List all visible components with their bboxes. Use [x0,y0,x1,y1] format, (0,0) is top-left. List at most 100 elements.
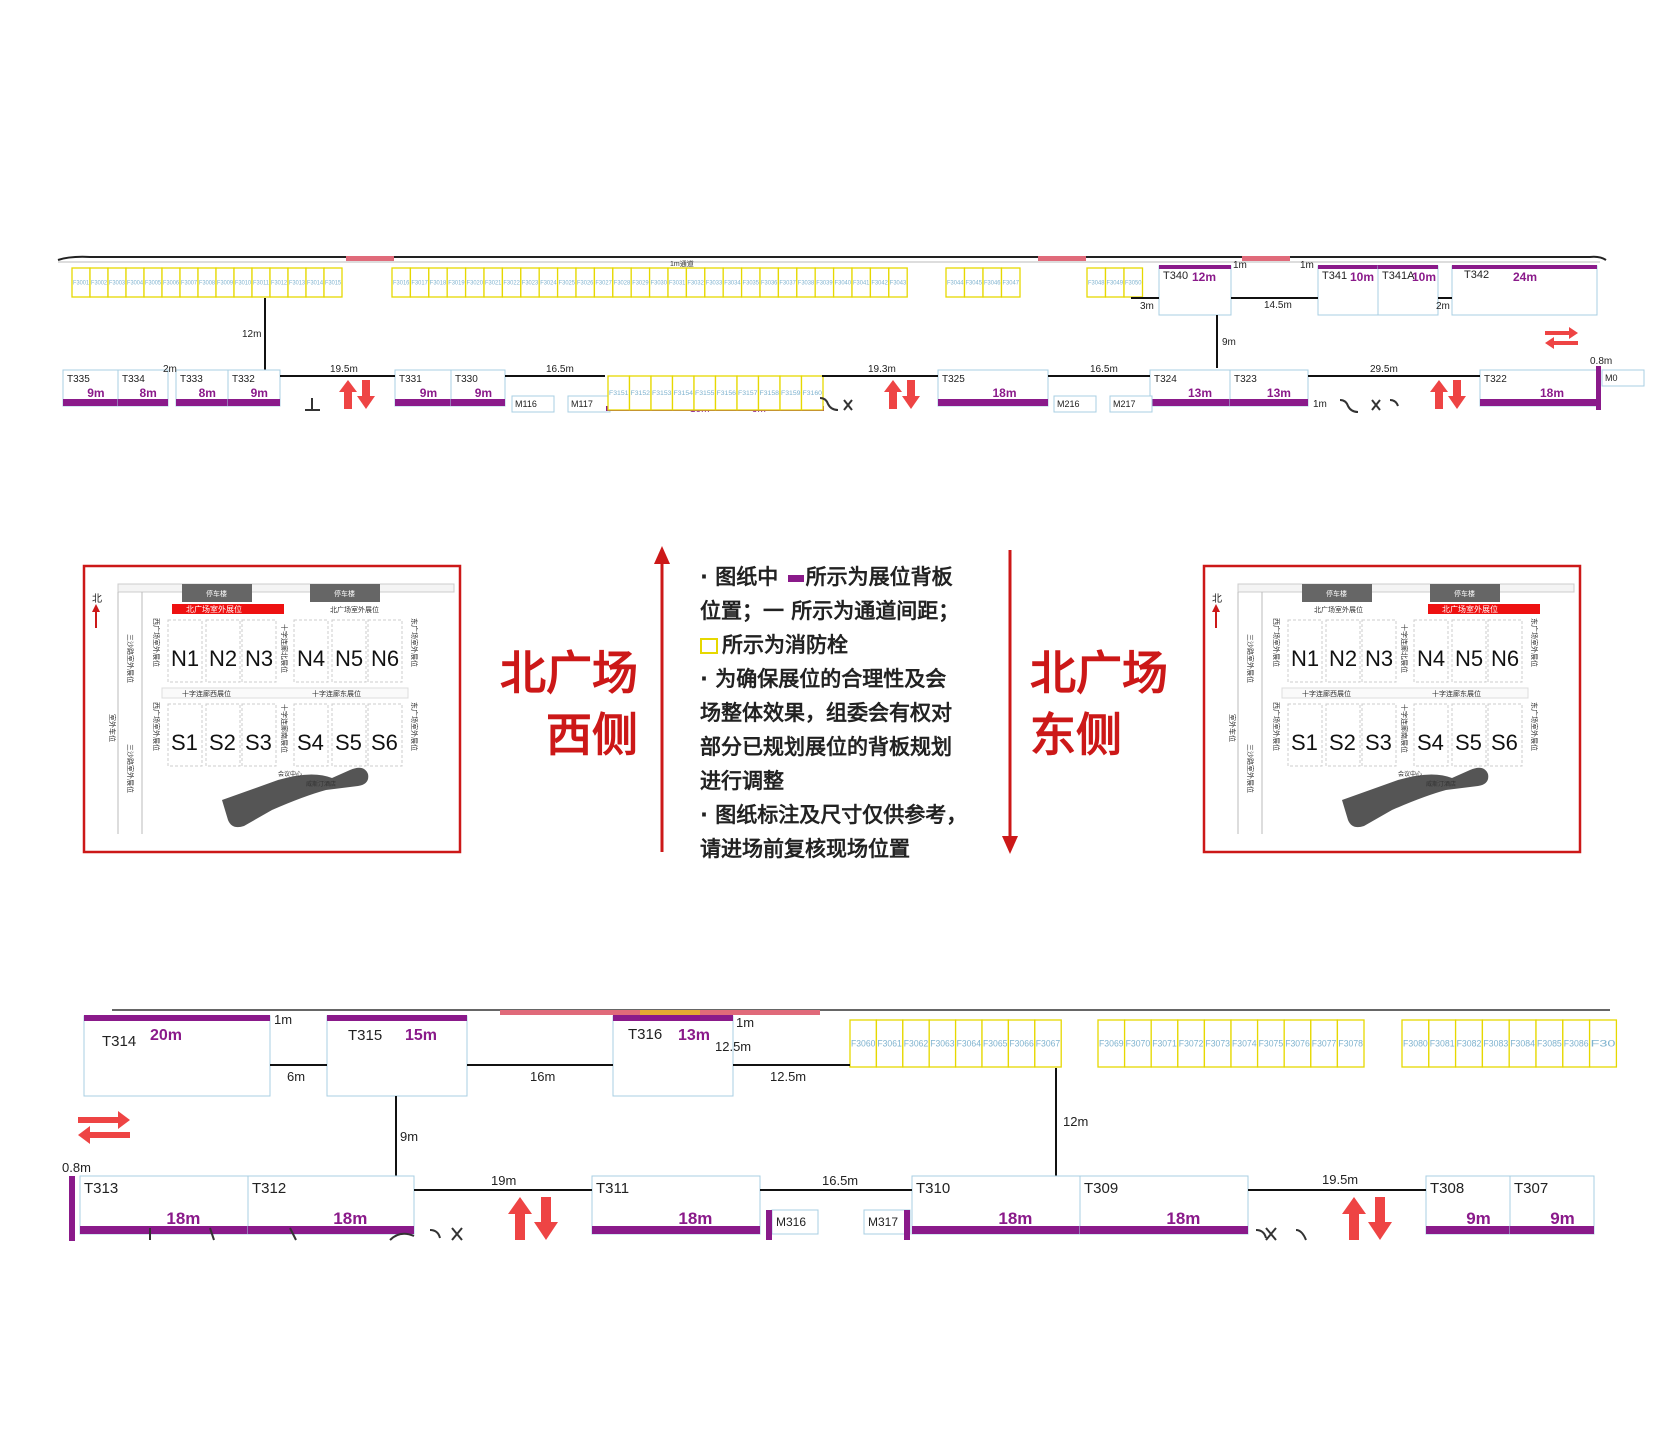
hydrant-cell: F3042 [869,267,890,298]
hydrant-cell: F3017 [409,267,430,298]
hydrant-label: F3027 [595,281,612,287]
hall-N1[interactable]: N1 [167,619,203,683]
hydrant-cell: F3024 [538,267,559,298]
booth-T342[interactable]: T342 24m [1451,265,1598,316]
svg-text:室外车位: 室外车位 [1228,714,1237,742]
hall-S3[interactable]: S3 [241,703,277,767]
hydrant-label: F3014 [307,281,324,287]
hall-S6[interactable]: S6 [367,703,403,767]
parking-block [1302,584,1372,602]
hall-N1[interactable]: N1 [1287,619,1323,683]
svg-text:东广场室外展位: 东广场室外展位 [1530,618,1539,667]
hydrant-label: F3043 [890,281,907,287]
hall-S3[interactable]: S3 [1361,703,1397,767]
svg-text:T307: T307 [1514,1180,1548,1197]
hydrant-label: F3028 [614,281,631,287]
hall-N5[interactable]: N5 [1451,619,1487,683]
hall-S5[interactable]: S5 [331,703,367,767]
hydrant-cell: F3080 [1401,1019,1430,1068]
small-booth[interactable]: M216 [1053,395,1097,413]
hall-S5[interactable]: S5 [1451,703,1487,767]
hydrant-cell: F3025 [556,267,577,298]
hydrant-cell: F3028 [612,267,632,298]
legend-line-1: · 图纸中 所示为展位背板 [700,565,953,589]
hydrant-cell: F3015 [323,267,343,298]
hydrant-label: F3007 [181,281,198,287]
hydrant-label: F3012 [271,281,288,287]
hall-S4[interactable]: S4 [293,703,329,767]
svg-text:T341A: T341A [1382,270,1415,282]
hydrant-cell: F3033 [704,267,724,298]
hall-N4[interactable]: N4 [1413,619,1449,683]
entrance-arrows-b1 [508,1197,558,1240]
up-arrow-icon [654,546,670,852]
booth-T341A[interactable]: T341A 10m [1377,265,1439,316]
highlight-zone [1428,604,1540,614]
small-booth[interactable]: M0 [1601,369,1645,387]
hall-N2[interactable]: N2 [205,619,241,683]
booth-T316[interactable]: T316 13m [612,1015,734,1097]
hall-N6[interactable]: N6 [367,619,403,683]
svg-text:18m: 18m [993,386,1017,400]
svg-text:10m: 10m [1350,270,1374,284]
dim-9m: 9m [1222,337,1236,348]
svg-text:10m: 10m [1412,270,1436,284]
booth-T341[interactable]: T341 10m [1317,265,1379,316]
small-booth[interactable]: M117 [567,395,611,413]
svg-text:9m: 9m [475,386,492,400]
small-booth[interactable]: M116 [511,395,555,413]
hydrant-label: F3017 [411,281,428,287]
hall-S1[interactable]: S1 [167,703,203,767]
booth-T315[interactable]: T315 15m [326,1015,468,1097]
hydrant-label: F3006 [163,281,180,287]
small-booth[interactable]: M317 [863,1209,911,1240]
booth-T340[interactable]: T340 12m [1158,265,1232,316]
hall-N6[interactable]: N6 [1487,619,1523,683]
hydrant-cell: F3086 [1562,1019,1591,1068]
hydrant-cell: F3044 [945,267,966,298]
direction-arrows [654,546,1018,854]
hall-N3[interactable]: N3 [241,619,277,683]
small-booth[interactable]: M316 [766,1209,819,1240]
hall-S4[interactable]: S4 [1413,703,1449,767]
hall-S2[interactable]: S2 [1325,703,1361,767]
small-booth[interactable]: M217 [1109,395,1153,413]
hall-N2[interactable]: N2 [1325,619,1361,683]
hall-S2[interactable]: S2 [205,703,241,767]
hydrant-cell: F3004 [125,267,145,298]
hall-N3[interactable]: N3 [1361,619,1397,683]
hydrant-label: F3159 [781,391,801,397]
svg-text:S6: S6 [371,730,398,755]
svg-text:会议中心: 会议中心 [278,770,302,778]
two-way-arrow-icon [78,1111,130,1144]
entrance-arrows-2 [884,380,920,409]
hydrant-cell: F3063 [928,1019,957,1068]
svg-text:T311: T311 [596,1180,629,1197]
legend-notes: · 图纸中 所示为展位背板 位置；一 所示为通道间距； 所示为消防栓 · 为确保… [700,560,990,866]
hall-N5[interactable]: N5 [331,619,367,683]
hydrant-cell: F3067 [1034,1019,1062,1068]
hall-S6[interactable]: S6 [1487,703,1523,767]
hall-S1[interactable]: S1 [1287,703,1323,767]
dim-1m-a: 1m [1233,260,1247,271]
hall-N4[interactable]: N4 [293,619,329,683]
svg-text:N4: N4 [297,646,325,671]
booth-T314[interactable]: T314 20m [83,1015,271,1097]
